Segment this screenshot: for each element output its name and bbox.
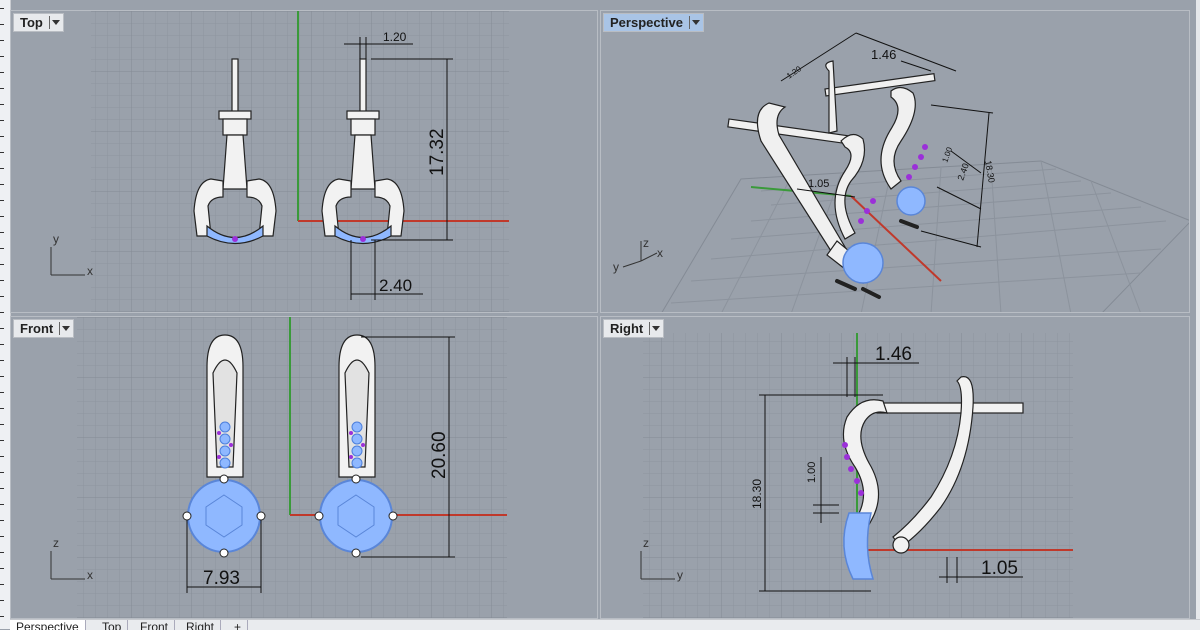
- left-ruler: [0, 0, 11, 629]
- dim-text: 1.00: [806, 462, 818, 483]
- earring-right-side: [842, 375, 1024, 554]
- chevron-down-icon[interactable]: [59, 322, 71, 335]
- viewport-right[interactable]: 1.46 18.30 1.00 1.05 z y Right: [600, 316, 1190, 619]
- gem-icon: [187, 479, 261, 553]
- viewport-title-top[interactable]: Top: [13, 13, 64, 32]
- dim-text: 18.30: [983, 160, 997, 184]
- viewport-title-label: Right: [610, 321, 644, 336]
- dim-text: 17.32: [427, 128, 448, 176]
- axis-label: z: [53, 536, 59, 550]
- viewport-top[interactable]: 1.20 17.32 2.40 y x Top: [10, 10, 598, 313]
- tab-top[interactable]: Top: [96, 620, 129, 630]
- earring-front-right: [338, 334, 376, 478]
- earring-top-left: [193, 58, 277, 245]
- viewport-front[interactable]: 20.60 7.93 z x Front: [10, 316, 598, 619]
- right-view-canvas: 1.46 18.30 1.00 1.05 z y: [640, 333, 1073, 618]
- dim-text: 1.00: [940, 145, 954, 163]
- axis-label: x: [87, 568, 93, 582]
- earring-front-left: [206, 334, 244, 478]
- viewport-tabs: Perspective Top Front Right +: [10, 619, 1200, 630]
- dim-text: 1.20: [785, 64, 803, 81]
- top-view-canvas: 1.20 17.32 2.40 y x: [50, 11, 509, 312]
- viewport-title-label: Perspective: [610, 15, 683, 30]
- viewport-title-perspective[interactable]: Perspective: [603, 13, 704, 32]
- gem-icon: [842, 186, 926, 284]
- chevron-down-icon[interactable]: [649, 322, 661, 335]
- tab-perspective[interactable]: Perspective: [10, 620, 86, 630]
- dim-text: 1.05: [981, 558, 1018, 579]
- dim-text: 18.30: [750, 479, 764, 509]
- axis-label: y: [613, 260, 619, 274]
- earring-perspective: [727, 60, 936, 284]
- right-edge: [1196, 0, 1200, 629]
- dim-text: 1.05: [808, 178, 829, 190]
- viewport-title-label: Top: [20, 15, 43, 30]
- axis-label: y: [677, 568, 683, 582]
- axis-label: y: [53, 232, 59, 246]
- viewport-perspective[interactable]: 1.46 1.05 18.30 2.40 1.00 1.20 z y x Per…: [600, 10, 1190, 313]
- axis-label: z: [643, 236, 649, 250]
- dim-text: 2.40: [955, 162, 970, 182]
- chevron-down-icon[interactable]: [48, 16, 61, 29]
- chevron-down-icon[interactable]: [689, 16, 701, 29]
- earring-top-right: [321, 58, 405, 245]
- tab-front[interactable]: Front: [134, 620, 176, 630]
- axis-label: z: [643, 536, 649, 550]
- dim-text: 1.20: [383, 30, 407, 44]
- tab-right[interactable]: Right: [180, 620, 222, 630]
- dim-text: 1.46: [875, 344, 912, 365]
- dim-text: 2.40: [379, 276, 412, 295]
- dim-text: 7.93: [203, 568, 240, 589]
- perspective-view-canvas: 1.46 1.05 18.30 2.40 1.00 1.20 z y x: [613, 32, 1189, 312]
- dim-text: 20.60: [429, 431, 450, 479]
- add-tab-button[interactable]: +: [228, 620, 249, 630]
- axis-label: x: [87, 264, 93, 278]
- viewport-title-right[interactable]: Right: [603, 319, 665, 338]
- viewport-title-label: Front: [20, 321, 54, 336]
- axis-label: x: [657, 246, 663, 260]
- gem-icon: [319, 479, 393, 553]
- front-view-canvas: 20.60 7.93 z x: [50, 317, 507, 618]
- viewport-title-front[interactable]: Front: [13, 319, 75, 338]
- dim-text: 1.46: [871, 47, 896, 62]
